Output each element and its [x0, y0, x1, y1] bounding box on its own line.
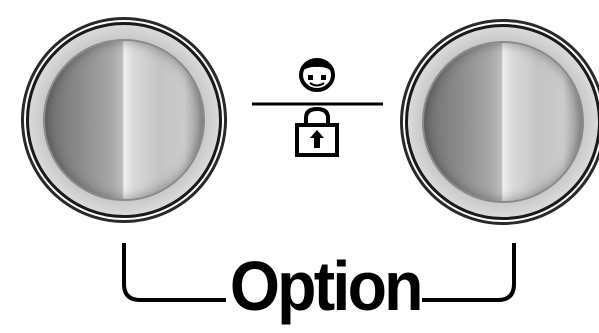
option-label: Option [230, 246, 410, 326]
right-option-button-face [422, 41, 584, 203]
child-face-icon [301, 59, 333, 90]
right-option-button[interactable] [405, 24, 599, 220]
child-lock-indicator [250, 55, 385, 160]
left-option-button-face [43, 39, 205, 201]
padlock-icon [297, 109, 337, 155]
left-option-button[interactable] [26, 22, 222, 218]
